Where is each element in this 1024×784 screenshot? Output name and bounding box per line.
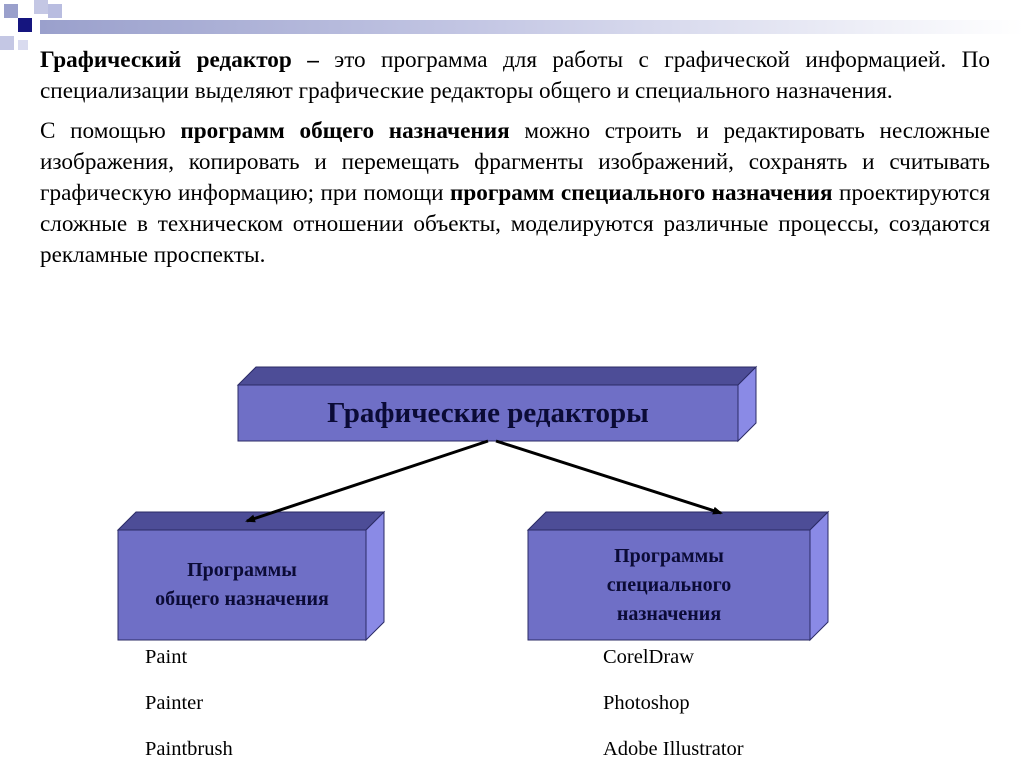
general-box-front [117,529,367,641]
special-box-side [809,510,829,642]
arrow-to-general [245,439,489,523]
general-purpose-bold: программ общего назначения [180,118,510,144]
decor-square [0,36,14,50]
list-item: Paintbrush [145,738,233,760]
root-box-front [237,384,739,442]
special-label-line: назначения [616,602,722,625]
decor-square [18,18,32,32]
root-label: Графические редакторы [327,397,649,429]
special-box-top [526,511,830,531]
general-box-side [365,510,385,642]
root-box [236,365,758,443]
description-paragraph: С помощью программ общего назначения мож… [40,116,990,271]
diagram [116,365,830,642]
description-text-2: можно строить и редактировать несложные … [40,118,990,206]
list-item: Adobe Illustrator [603,738,744,760]
special-label-line: Программы [614,544,724,567]
description-text-3: проектируются сложные в техническом отно… [40,180,991,268]
definition-text: это программа для работы с графической и… [40,47,990,104]
decor-square [18,40,28,50]
slide-decoration [0,0,1024,50]
general-label-line: Программы [187,559,297,581]
content-text: Графический редактор – это программа для… [40,45,990,281]
description-text-1: С помощью [40,118,181,144]
list-item: CorelDraw [603,646,695,668]
decor-square [48,4,62,18]
decor-square [34,0,48,14]
root-box-top [236,366,758,386]
special-programs-list: CorelDraw Photoshop Adobe Illustrator [603,646,744,784]
special-purpose-bold: программ специального назначения [450,180,833,206]
list-item: Paint [145,646,188,668]
term-bold: Графический редактор – [40,47,319,73]
arrow-to-special [495,439,723,515]
definition-paragraph: Графический редактор – это программа для… [40,45,990,107]
special-box [526,510,830,642]
general-label-line: общего назначения [155,588,329,610]
decor-square [4,4,18,18]
general-label: Программы общего назначения [118,530,366,640]
general-programs-list: Paint Painter Paintbrush [145,646,233,784]
special-label-line: специального [606,573,732,596]
list-item: Painter [145,692,204,714]
list-item: Photoshop [603,692,690,714]
special-box-front [527,529,811,641]
header-gradient-bar [40,20,1024,34]
special-label: Программы специального назначения [528,530,810,640]
